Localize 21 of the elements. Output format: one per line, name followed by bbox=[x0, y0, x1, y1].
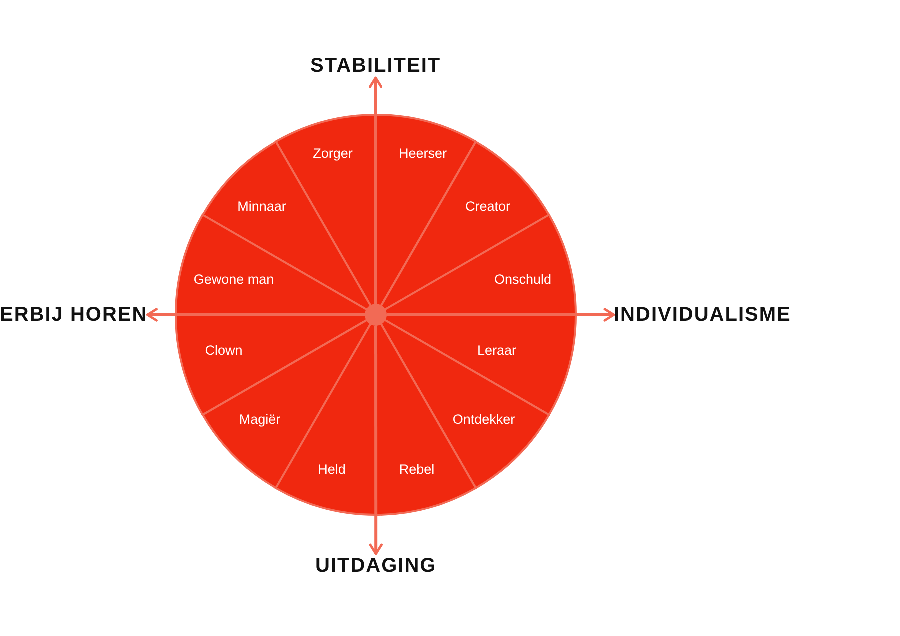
axis-arrow bbox=[368, 76, 383, 304]
wheel-circle bbox=[176, 115, 576, 515]
archetype-label: Minnaar bbox=[238, 198, 286, 215]
archetype-label: Rebel bbox=[399, 462, 435, 478]
archetype-label: Leraar bbox=[477, 343, 517, 359]
archetype-label: Magiër bbox=[239, 412, 281, 428]
axis-label: UITDAGING bbox=[316, 554, 437, 578]
archetype-label: Onschuld bbox=[494, 272, 552, 288]
axis-arrow bbox=[146, 308, 365, 322]
archetype-label: Clown bbox=[205, 343, 243, 359]
axis-arrow bbox=[387, 308, 616, 322]
axis-label: INDIVIDUALISME bbox=[614, 303, 792, 327]
archetype-label: Zorger bbox=[313, 146, 353, 162]
axis-label: ERBIJ HOREN bbox=[0, 303, 148, 327]
archetype-label: Gewone man bbox=[194, 272, 274, 288]
archetype-label: Held bbox=[318, 462, 346, 478]
archetype-label: Heerser bbox=[399, 146, 447, 162]
archetype-label: Ontdekker bbox=[452, 412, 516, 428]
axis-label: STABILITEIT bbox=[310, 54, 442, 78]
axis-arrow bbox=[369, 326, 383, 556]
archetype-label: Creator bbox=[466, 198, 510, 215]
